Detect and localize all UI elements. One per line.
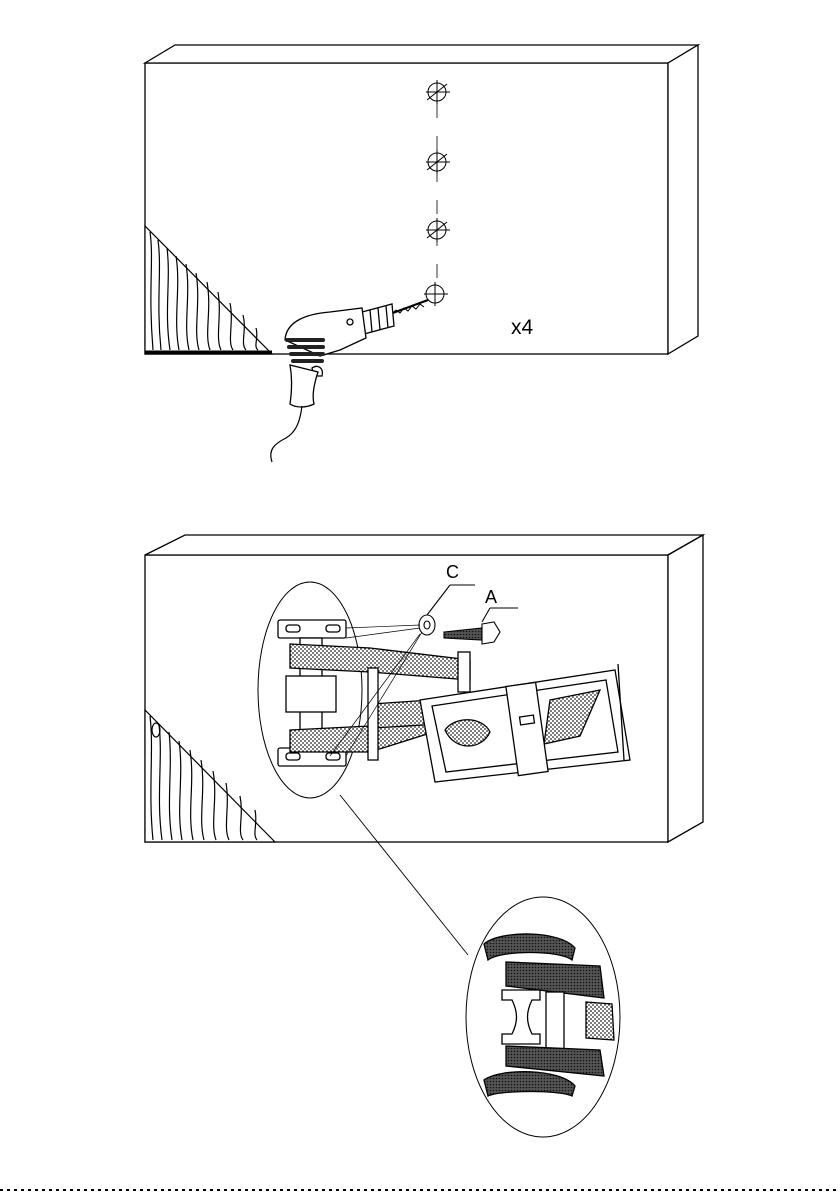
step1-panel: x4: [145, 45, 698, 462]
wall-panel: [145, 45, 698, 354]
magnified-detail: [466, 897, 620, 1137]
part-label-c: C: [446, 562, 459, 582]
step2-panel: C A: [145, 535, 703, 955]
part-label-a: A: [485, 587, 497, 607]
quantity-label: x4: [511, 316, 534, 339]
